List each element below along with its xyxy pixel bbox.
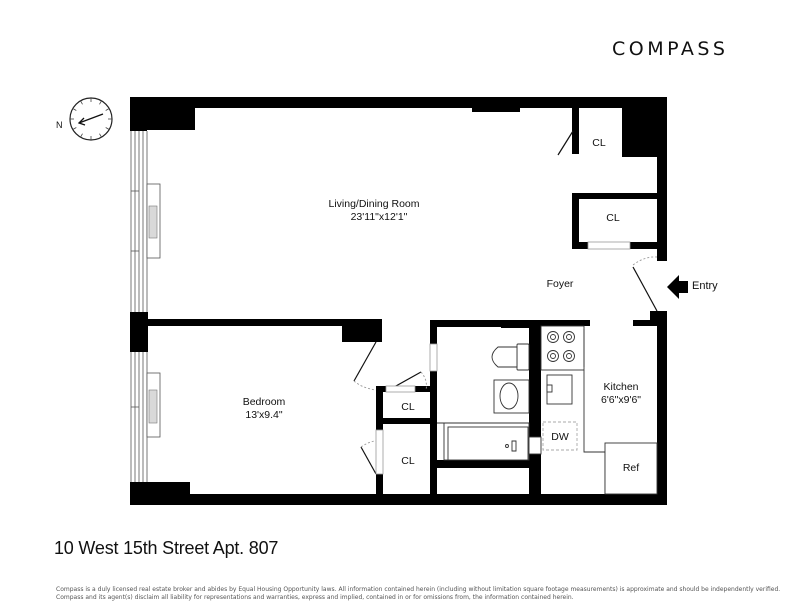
room-dimensions: 6'6"x9'6" (600, 394, 642, 406)
north-label: N (56, 120, 63, 130)
refrigerator-label: Ref (622, 462, 640, 474)
closet-label: CL (401, 401, 415, 413)
disclaimer: Compass is a duly licensed real estate b… (56, 586, 780, 602)
north-arrow-icon: N (56, 97, 113, 141)
entry-label: Entry (692, 280, 718, 292)
room-bedroom: Bedroom 13'x9.4" (243, 396, 286, 422)
radiators (146, 183, 161, 438)
door-swings (353, 256, 658, 448)
closet-label: CL (606, 212, 620, 224)
disclaimer-line-1: Compass is a duly licensed real estate b… (56, 586, 781, 593)
kitchen-fixtures (540, 325, 658, 495)
property-address: 10 West 15th Street Apt. 807 (54, 538, 279, 558)
room-name: Living/Dining Room (328, 198, 420, 210)
windows (130, 131, 148, 482)
room-dimensions: 13'x9.4" (245, 409, 283, 421)
room-dimensions: 23'11"x12'1" (350, 211, 408, 223)
arrow-left-icon (667, 275, 688, 299)
compass-logo: COMPASS (612, 38, 729, 60)
room-kitchen: Kitchen 6'6"x9'6" (601, 381, 641, 407)
walls (130, 97, 667, 505)
room-name: Bedroom (242, 396, 286, 408)
dishwasher-label: DW (551, 431, 569, 443)
room-name: Foyer (546, 278, 574, 290)
bathroom-fixtures (437, 343, 542, 461)
room-living-dining: Living/Dining Room 23'11"x12'1" (328, 198, 419, 224)
disclaimer-line-2: Compass and its agent(s) disclaim all li… (56, 594, 574, 601)
closet-label: CL (401, 455, 415, 467)
closet-label: CL (592, 137, 606, 149)
room-name: Kitchen (603, 381, 639, 393)
doors (353, 130, 658, 475)
room-foyer: Foyer (547, 278, 574, 291)
